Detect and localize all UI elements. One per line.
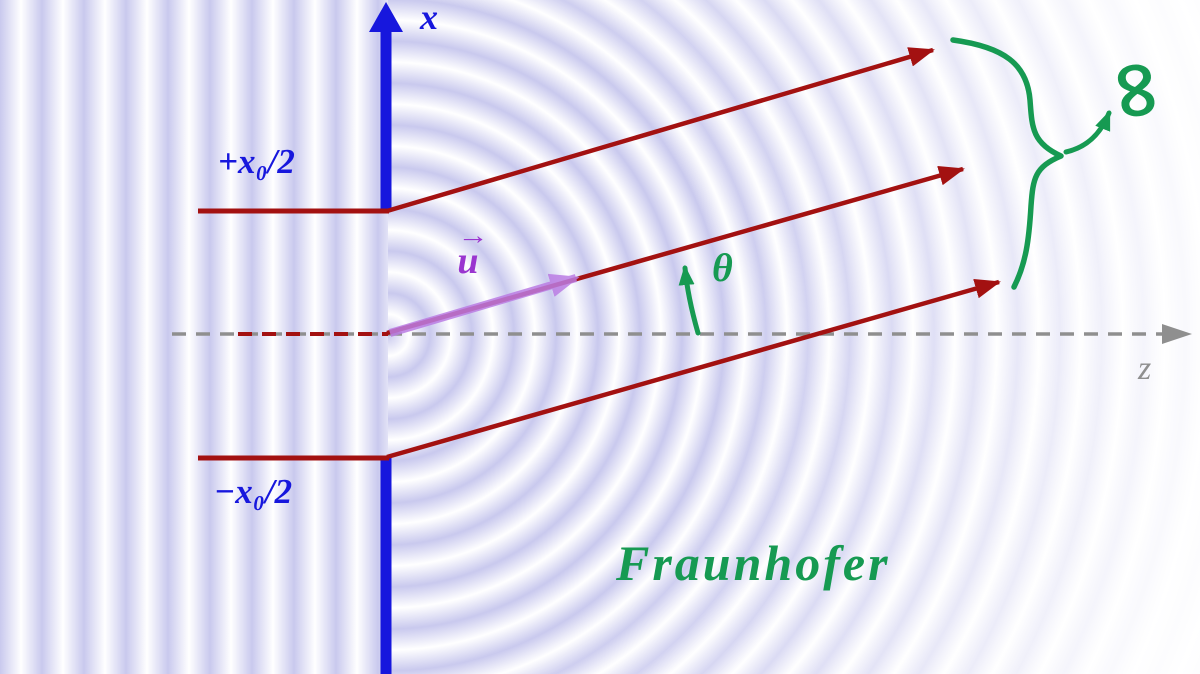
slit-top-label: +x₀/2 bbox=[218, 142, 295, 181]
regime-label: Fraunhofer bbox=[616, 535, 891, 591]
u-vector-label: → u bbox=[450, 221, 489, 282]
z-axis-label: z bbox=[1138, 350, 1152, 387]
slit-bottom-label: −x₀/2 bbox=[214, 472, 293, 511]
u-vector-letter: u bbox=[457, 240, 479, 282]
vector-arrow-glyph: → bbox=[457, 221, 489, 250]
theta-label: θ bbox=[712, 245, 733, 290]
x-axis-label: x bbox=[420, 0, 438, 37]
infinity-symbol: ∞ bbox=[1089, 50, 1191, 130]
plane-wave-background bbox=[0, 0, 388, 674]
